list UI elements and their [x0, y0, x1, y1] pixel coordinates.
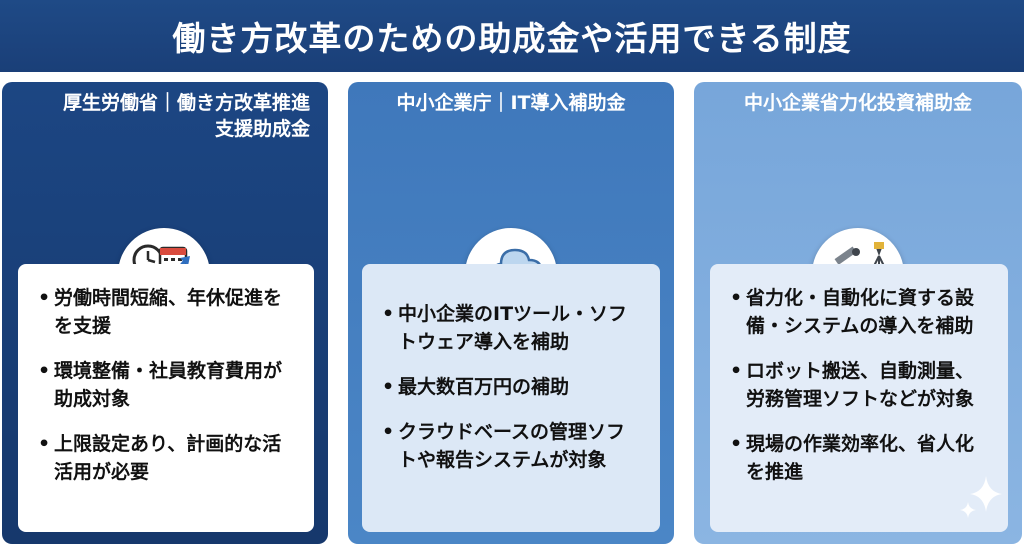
column-heading-line1: 厚生労働省｜働き方改革推進 [62, 92, 310, 114]
info-card: • 労働時間短縮、年休促進をを支援 • 環境整備・社員教育費用が助成対象 • 上… [18, 264, 314, 532]
list-item-text: 最大数百万円の補助 [398, 376, 570, 398]
bullet-dot: • [382, 421, 395, 443]
bullet-dot: • [38, 287, 51, 309]
column-sme-agency-it: 中小企業庁｜IT導入補助金 $ • 中小企業のITツール・ソフトウェア導入を補助… [348, 82, 674, 544]
list-item: • 環境整備・社員教育費用が助成対象 [38, 357, 298, 413]
column-heading: 中小企業庁｜IT導入補助金 [348, 90, 674, 116]
bullet-dot: • [38, 433, 51, 455]
list-item-text: 現場の作業効率化、省人化を推進 [746, 433, 975, 483]
bullet-dot: • [730, 433, 743, 455]
page-title: 働き方改革のための助成金や活用できる制度 [172, 19, 852, 58]
column-heading-line1: 中小企業庁｜IT導入補助金 [396, 92, 626, 114]
list-item: • 最大数百万円の補助 [382, 373, 644, 401]
list-item-text: 中小企業のITツール・ソフトウェア導入を補助 [398, 303, 628, 353]
list-item-text: 労働時間短縮、年休促進をを支援 [54, 287, 283, 337]
list-item: • 労働時間短縮、年休促進をを支援 [38, 284, 298, 340]
list-item: • ロボット搬送、自動測量、労務管理ソフトなどが対象 [730, 357, 992, 413]
list-item: • 上限設定あり、計画的な活活用が必要 [38, 430, 298, 486]
list-item-text: 環境整備・社員教育費用が助成対象 [54, 360, 283, 410]
title-bar: 働き方改革のための助成金や活用できる制度 [0, 0, 1024, 72]
list-item-text: 省力化・自動化に資する設備・システムの導入を補助 [746, 287, 975, 337]
info-card: • 中小企業のITツール・ソフトウェア導入を補助 • 最大数百万円の補助 • ク… [362, 264, 660, 532]
list-item-text: クラウドベースの管理ソフトや報告システムが対象 [398, 421, 626, 471]
bullet-dot: • [382, 376, 395, 398]
list-item: • クラウドベースの管理ソフトや報告システムが対象 [382, 418, 644, 474]
list-item-text: 上限設定あり、計画的な活活用が必要 [54, 433, 282, 483]
info-card: • 省力化・自動化に資する設備・システムの導入を補助 • ロボット搬送、自動測量… [710, 264, 1008, 532]
bullet-dot: • [730, 360, 743, 382]
list-item: • 中小企業のITツール・ソフトウェア導入を補助 [382, 300, 644, 356]
column-heading-line1: 中小企業省力化投資補助金 [743, 92, 972, 114]
column-mhlw: 厚生労働省｜働き方改革推進 支援助成金 • 労働時間短縮、年休促進をを支援 • [2, 82, 328, 544]
column-labor-saving-investment: 中小企業省力化投資補助金 • 省力化・自動化に資する設備・システムの導入を補助 [694, 82, 1022, 544]
column-heading-line2: 支援助成金 [214, 118, 310, 140]
sparkle-icon [960, 476, 1002, 518]
list-item: • 現場の作業効率化、省人化を推進 [730, 430, 992, 486]
bullet-dot: • [38, 360, 51, 382]
column-heading: 中小企業省力化投資補助金 [694, 90, 1022, 116]
bullet-dot: • [382, 303, 395, 325]
column-heading: 厚生労働省｜働き方改革推進 支援助成金 [2, 90, 328, 142]
bullet-dot: • [730, 287, 743, 309]
list-item-text: ロボット搬送、自動測量、労務管理ソフトなどが対象 [746, 360, 975, 410]
list-item: • 省力化・自動化に資する設備・システムの導入を補助 [730, 284, 992, 340]
